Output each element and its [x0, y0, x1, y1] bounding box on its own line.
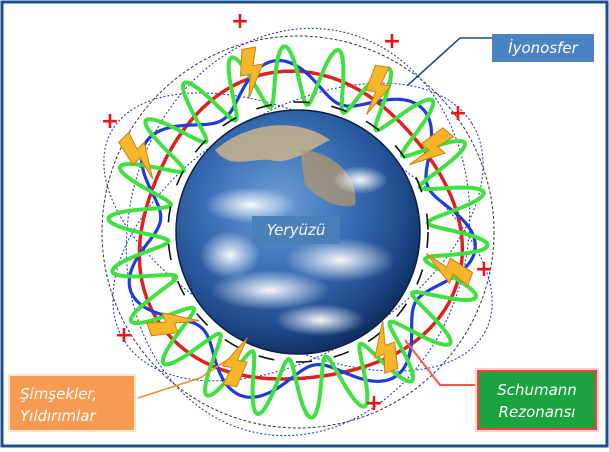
ionosphere-boundary: [101, 35, 495, 429]
earth-label: Yeryüzü: [252, 216, 340, 244]
schumann-leader-line: [404, 339, 477, 386]
lightning-bolt-icon: [365, 64, 392, 115]
lightning-bolt-icon: [221, 337, 248, 388]
lightning-label-line2: Yıldırımlar: [20, 407, 96, 425]
plus-icon: +: [383, 29, 401, 54]
lightning-leader-line: [137, 357, 231, 399]
plus-icon: +: [115, 323, 133, 348]
lightning-label: Şimşekler, Yıldırımlar: [8, 374, 136, 432]
schumann-label-line2: Rezonansı: [498, 403, 576, 421]
lightning-label-line1: Şimşekler,: [20, 385, 97, 403]
lightning-bolt-icon: [239, 46, 264, 100]
plus-icon: +: [365, 391, 383, 416]
plus-icon: +: [101, 109, 119, 134]
schumann-label-line1: Schumann: [497, 381, 577, 399]
plus-signs: + + + + + + +: [101, 9, 493, 416]
lightning-bolts: [118, 46, 474, 388]
lightning-bolt-icon: [425, 253, 474, 287]
plus-icon: +: [231, 9, 249, 34]
plus-icon: +: [475, 257, 493, 282]
inner-dashed-ring: [167, 101, 429, 363]
lightning-bolt-icon: [146, 312, 200, 337]
ionosphere-label: İyonosfer: [492, 34, 594, 62]
ionosphere-leader-line: [407, 37, 492, 86]
lightning-bolt-icon: [118, 131, 154, 180]
green-wave-ring: [106, 44, 490, 420]
plus-icon: +: [449, 101, 467, 126]
lightning-bolt-icon: [408, 127, 455, 166]
schumann-label: Schumann Rezonansı: [475, 368, 599, 432]
lightning-bolt-icon: [374, 320, 399, 374]
